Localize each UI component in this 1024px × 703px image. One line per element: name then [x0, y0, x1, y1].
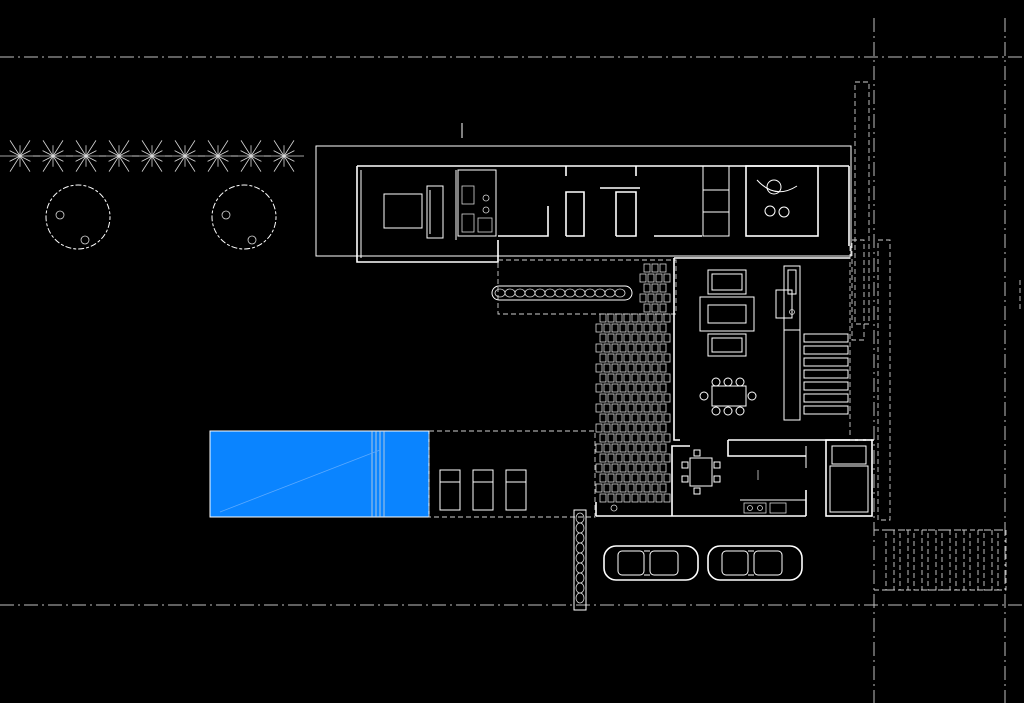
wood-deck	[595, 263, 672, 517]
dining-table	[699, 377, 757, 416]
hedge-plant	[99, 140, 139, 172]
tree	[45, 184, 111, 250]
bedroom-wing	[315, 145, 852, 263]
hedge-plant	[264, 140, 304, 172]
living-area	[673, 246, 851, 441]
hedge-plant	[198, 140, 238, 172]
swimming-pool	[209, 430, 596, 518]
kitchen	[671, 439, 874, 517]
side-path	[850, 81, 891, 521]
hedge-plant	[231, 140, 271, 172]
parked-cars	[603, 545, 803, 581]
hedge-plant	[132, 140, 172, 172]
property-boundary	[0, 18, 1024, 703]
hedge-plants	[0, 140, 304, 172]
sofa-set	[699, 269, 755, 357]
planter-boxes	[491, 285, 633, 301]
hedge-plant	[165, 140, 205, 172]
sun-loungers	[439, 469, 527, 511]
parking-stripes	[874, 529, 1007, 591]
entry-zone	[497, 259, 677, 315]
planter-boxes	[573, 509, 587, 611]
tree	[211, 184, 277, 250]
